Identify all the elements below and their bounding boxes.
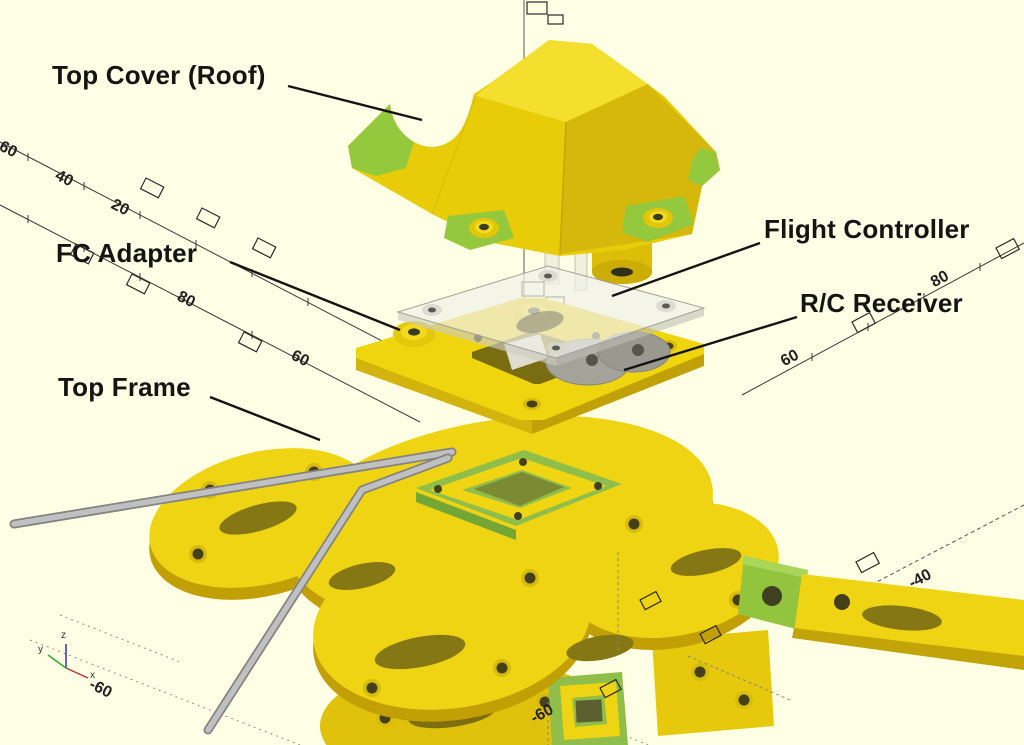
label-top-frame: Top Frame (58, 372, 191, 402)
top-cover-part (348, 40, 720, 256)
leader-flight-controller (611, 241, 761, 298)
leader-top-frame (209, 395, 321, 442)
x-axis-line (65, 667, 89, 679)
roof-corner-green-left (348, 104, 414, 176)
flight-controller-part (396, 265, 706, 366)
roof-corner-green-right (688, 148, 720, 186)
label-rc-receiver: R/C Receiver (800, 288, 963, 318)
y-axis-label: y (38, 644, 43, 655)
ruler-label-boxes (69, 1, 1021, 574)
overlay-dashed-lines (547, 552, 791, 745)
label-top-cover: Top Cover (Roof) (52, 60, 266, 90)
label-flight-controller: Flight Controller (764, 214, 970, 244)
antenna-wires (9, 447, 457, 735)
leader-top-cover (287, 84, 423, 122)
leader-fc-adapter (229, 260, 401, 332)
z-axis-label: z (61, 630, 66, 641)
leader-rc-receiver (623, 315, 798, 372)
axis-gizmo (47, 644, 89, 679)
y-axis-line (47, 654, 67, 669)
x-axis-label: x (90, 670, 95, 681)
callout-lines (209, 84, 798, 442)
overlay-label-boxes (599, 590, 722, 699)
label-fc-adapter: FC Adapter (56, 238, 198, 268)
